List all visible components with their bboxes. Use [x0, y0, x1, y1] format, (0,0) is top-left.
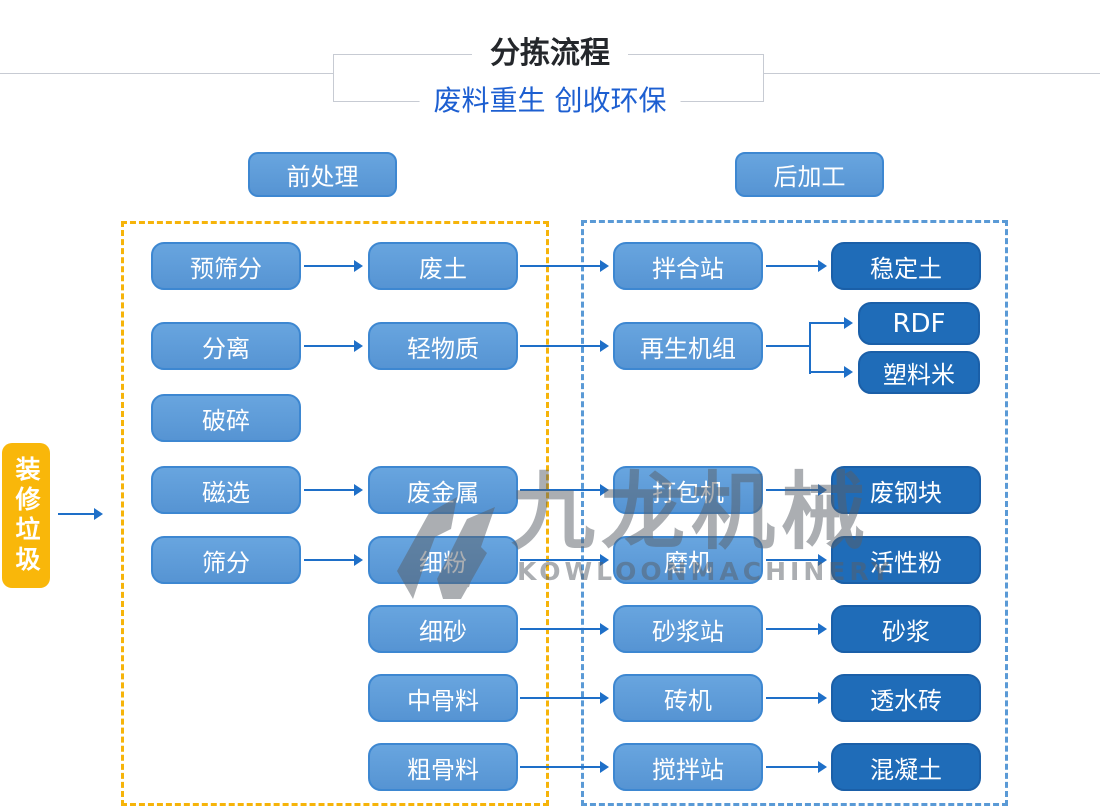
flow-node-scrap-metal: 废金属	[368, 466, 518, 514]
title-decor-box-leftedge	[333, 54, 334, 102]
arrow-finepowder-to-mill	[520, 554, 609, 566]
arrow-baler-to-scrapsteel	[766, 484, 827, 496]
flow-node-mortar-plant: 砂浆站	[613, 605, 763, 653]
flow-node-mixing-plant: 拌合站	[613, 242, 763, 290]
flow-node-screening: 筛分	[151, 536, 301, 584]
arrow-mediumaggregate-to-brickmachine	[520, 692, 609, 704]
arrow-coarseaggregate-to-mixingstation	[520, 761, 609, 773]
flow-node-mill: 磨机	[613, 536, 763, 584]
flow-node-crushing: 破碎	[151, 394, 301, 442]
arrow-scrapmetal-to-baler	[520, 484, 609, 496]
branch-stub-line	[766, 345, 810, 347]
flow-node-medium-aggregate: 中骨料	[368, 674, 518, 722]
flow-node-rdf: RDF	[858, 302, 980, 345]
arrow-brickmachine-to-permeablebrick	[766, 692, 827, 704]
flow-node-mortar: 砂浆	[831, 605, 981, 653]
flow-node-stabilized-soil: 稳定土	[831, 242, 981, 290]
flow-node-light-material: 轻物质	[368, 322, 518, 370]
arrow-mill-to-activepowder	[766, 554, 827, 566]
arrow-mortarplant-to-mortar	[766, 623, 827, 635]
post-processing-region	[581, 220, 1008, 806]
arrow-prescreening-to-wastesoil	[304, 260, 363, 272]
arrow-screening-to-finepowder	[304, 554, 363, 566]
flow-node-fine-sand: 细砂	[368, 605, 518, 653]
flow-node-concrete: 混凝土	[831, 743, 981, 791]
arrow-branch-to-plasticpellets	[810, 366, 853, 378]
flow-node-fine-powder: 细粉	[368, 536, 518, 584]
arrow-finesand-to-mortarplant	[520, 623, 609, 635]
flow-node-scrap-steel-block: 废钢块	[831, 466, 981, 514]
page-title: 分拣流程	[472, 36, 628, 72]
arrow-mixingplant-to-stabilizedsoil	[766, 260, 827, 272]
page-subtitle: 废料重生 创收环保	[419, 84, 681, 118]
arrow-separation-to-lightmaterial	[304, 340, 363, 352]
title-decor-box-rightedge	[763, 54, 764, 102]
source-box-decoration-waste: 装修垃圾	[2, 443, 50, 588]
flow-node-plastic-pellets: 塑料米	[858, 351, 980, 394]
flow-node-regeneration-unit: 再生机组	[613, 322, 763, 370]
flow-node-pre-screening: 预筛分	[151, 242, 301, 290]
pre-processing-region	[121, 221, 549, 806]
branch-vertical-line	[809, 322, 811, 374]
arrow-lightmaterial-to-regenerationunit	[520, 340, 609, 352]
pre-processing-label: 前处理	[248, 152, 397, 197]
flow-node-permeable-brick: 透水砖	[831, 674, 981, 722]
post-processing-label: 后加工	[735, 152, 884, 197]
title-decor-line-left	[0, 73, 333, 74]
arrow-wastesoil-to-mixingplant	[520, 260, 609, 272]
flow-node-waste-soil: 废土	[368, 242, 518, 290]
flow-node-coarse-aggregate: 粗骨料	[368, 743, 518, 791]
flow-node-concrete-mixing-plant: 搅拌站	[613, 743, 763, 791]
flow-node-magnetic-separation: 磁选	[151, 466, 301, 514]
title-decor-line-right	[764, 73, 1100, 74]
flow-node-active-powder: 活性粉	[831, 536, 981, 584]
flow-node-separation: 分离	[151, 322, 301, 370]
flow-node-brick-machine: 砖机	[613, 674, 763, 722]
flow-node-baler: 打包机	[613, 466, 763, 514]
arrow-source-to-pre	[58, 508, 103, 520]
arrow-mixingstation-to-concrete	[766, 761, 827, 773]
arrow-branch-to-rdf	[810, 317, 853, 329]
arrow-magnetic-to-scrapmetal	[304, 484, 363, 496]
